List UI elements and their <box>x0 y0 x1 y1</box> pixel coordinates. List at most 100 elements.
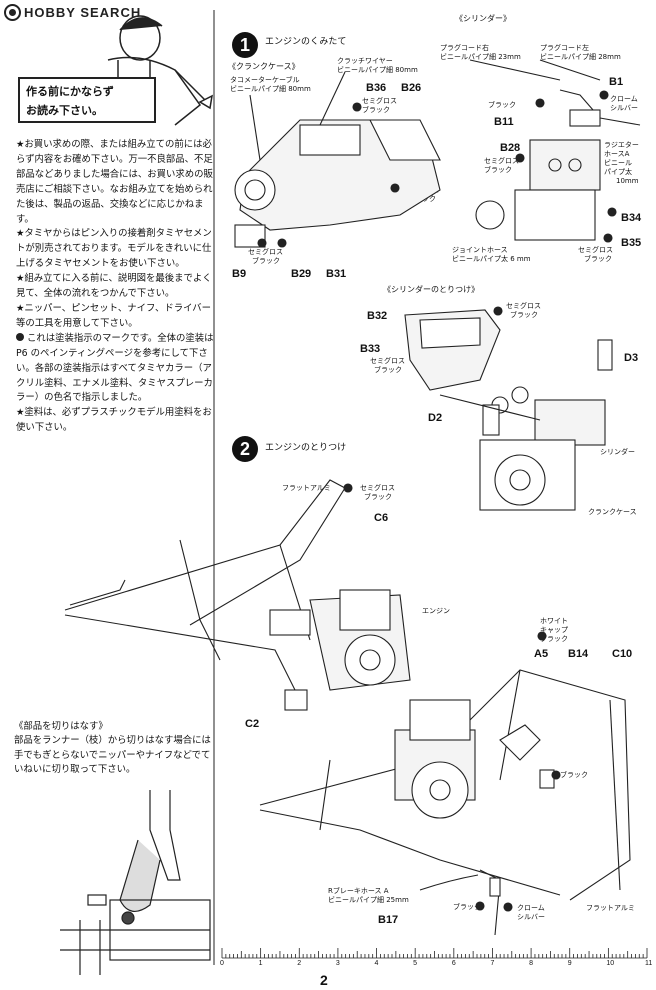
sign-line2: お読み下さい。 <box>26 104 103 117</box>
man-illustration <box>107 15 213 126</box>
semigloss-label-g2: ブラック <box>374 366 402 374</box>
note-item: ★ニッパー、ピンセット、ナイフ、ドライバー等の工具を用意して下さい。 <box>16 302 212 329</box>
part-c2: C2 <box>245 718 260 730</box>
ruler-number: 3 <box>335 960 340 967</box>
cut-parts-body: 部品をランナー（枝）から切りはなす場合には手でもぎとらないでニッパーやナイフなど… <box>14 735 211 776</box>
part-b1: B1 <box>609 76 624 88</box>
cut-parts-title: 《部品を切りはなす》 <box>14 721 108 732</box>
ruler-number: 9 <box>567 960 572 967</box>
flat-alu-label-2: フラットアルミ <box>586 904 635 912</box>
instruction-notes: ★お買い求めの際、または組み立ての前には必らず内容をお確め下さい。万一不良部品、… <box>16 138 216 436</box>
part-b34: B34 <box>621 212 642 224</box>
semigloss-label-f: セミグロス <box>506 302 541 310</box>
ruler-number: 2 <box>297 960 302 967</box>
radiator-label: ラジエター <box>604 141 639 149</box>
radiator-label-5: 10mm <box>616 177 639 185</box>
ruler-number: 5 <box>413 960 418 967</box>
cylinder-label: シリンダー <box>600 448 635 456</box>
step-2-title: エンジンのとりつけ <box>265 443 347 453</box>
note-item: ★塗料は、必ずプラスチックモデル用塗料をお使い下さい。 <box>16 407 212 434</box>
part-b17: B17 <box>378 914 399 926</box>
white-label: ホワイト <box>540 617 568 625</box>
white-label-2: キャップ <box>540 626 568 634</box>
step-1-title: エンジンのくみたて <box>265 37 347 47</box>
ruler-number: 0 <box>220 960 224 967</box>
sign-line1: 作る前にかならず <box>26 85 114 98</box>
note-item: ★お買い求めの際、または組み立ての前には必らず内容をお確め下さい。万一不良部品、… <box>16 139 213 225</box>
ruler-number: 11 <box>645 960 653 967</box>
radiator-label-2: ホースA <box>604 150 630 158</box>
ruler-number: 8 <box>529 960 533 967</box>
black-label-3: ブラック <box>453 903 481 911</box>
radiator-label-4: パイプ太 <box>604 168 632 176</box>
engine-label: エンジン <box>422 607 450 615</box>
semigloss-label-2: ブラック <box>484 166 512 174</box>
black-label-2: ブラック <box>560 771 588 779</box>
brake-hose-label: Rブレーキホース A <box>328 887 389 895</box>
part-c6: C6 <box>374 512 389 524</box>
crankcase-label: クランクケース <box>588 508 637 516</box>
semigloss-label-b: セミグロス <box>362 97 397 105</box>
joint-hose-label: ジョイントホース <box>452 246 508 254</box>
plug-left-label-2: ビニールパイプ細 28mm <box>540 53 621 61</box>
note-item: ★タミヤからはピン入りの接着剤タミヤセメントが別売されております。モデルをきれい… <box>16 228 212 270</box>
part-b31: B31 <box>326 268 347 280</box>
part-a5: A5 <box>534 648 549 660</box>
chrome-label-b: クローム <box>517 904 545 912</box>
joint-hose-label-2: ビニールパイプ太 6 mm <box>452 255 531 263</box>
part-b14: B14 <box>568 648 589 660</box>
plug-left-label: プラグコード左 <box>540 44 589 52</box>
ruler-number: 6 <box>451 960 456 967</box>
semigloss-label-h2: ブラック <box>364 493 392 501</box>
clutch-label: クラッチワイヤー <box>337 57 393 65</box>
page-number: 2 <box>320 972 328 988</box>
semigloss-label-g: セミグロス <box>370 357 405 365</box>
part-b26: B26 <box>401 82 422 94</box>
brake-hose-label-2: ビニールパイプ細 25mm <box>328 896 409 904</box>
semigloss-label-d2: ブラック <box>252 257 280 265</box>
part-b29: B29 <box>291 268 312 280</box>
watermark-text: HOBBY SEARCH <box>24 5 142 20</box>
crankcase-subtitle: 《クランクケース》 <box>228 62 300 71</box>
clutch-label-2: ビニールパイプ細 80mm <box>337 66 418 74</box>
cylinder-mount-title: 《シリンダーのとりつけ》 <box>383 285 480 294</box>
part-d3: D3 <box>624 352 639 364</box>
semigloss-label-e: セミグロス <box>578 246 613 254</box>
semigloss-label: セミグロス <box>484 157 519 165</box>
part-b11: B11 <box>494 116 514 128</box>
chrome-label: クローム <box>610 95 638 103</box>
part-d2: D2 <box>428 412 443 424</box>
paint-mark-icon <box>16 332 24 341</box>
semigloss-label-e2: ブラック <box>584 255 612 263</box>
radiator-label-3: ビニール <box>604 159 632 167</box>
ruler-number: 10 <box>606 960 615 967</box>
white-label-3: ブラック <box>540 635 568 643</box>
watermark-logo: HOBBY SEARCH <box>4 4 141 21</box>
semigloss-label-f2: ブラック <box>510 311 538 319</box>
hobby-search-logo-icon <box>4 4 21 21</box>
step-1-badge: 1 <box>232 32 258 58</box>
plug-right-label: プラグコード右 <box>440 44 489 52</box>
ruler-number: 4 <box>374 960 379 967</box>
flat-alu-label: フラットアルミ <box>282 484 331 492</box>
part-b9: B9 <box>232 268 247 280</box>
semigloss-label-d: セミグロス <box>248 248 283 256</box>
cylinder-subtitle: 《シリンダー》 <box>455 14 511 23</box>
semigloss-label-h: セミグロス <box>360 484 395 492</box>
read-before-sign: 作る前にかならず お読み下さい。 <box>18 77 156 123</box>
step-2-badge: 2 <box>232 436 258 462</box>
part-c10: C10 <box>612 648 633 660</box>
tacho-label: タコメーターケーブル <box>230 76 300 84</box>
plug-right-label-2: ビニールパイプ細 23mm <box>440 53 521 61</box>
part-b32: B32 <box>367 310 388 322</box>
note-item: ★組み立てに入る前に、説明図を最後までよく見て、全体の流れをつかんで下さい。 <box>16 273 212 300</box>
note-item: これは塗装指示のマークです。全体の塗装は P6 のペインティングページを参考にし… <box>16 332 214 404</box>
semigloss-label-b2: ブラック <box>362 106 390 114</box>
chrome-label-2: シルバー <box>610 104 638 112</box>
part-b35: B35 <box>621 237 642 249</box>
part-b36: B36 <box>366 82 387 94</box>
ruler-number: 1 <box>258 960 263 967</box>
